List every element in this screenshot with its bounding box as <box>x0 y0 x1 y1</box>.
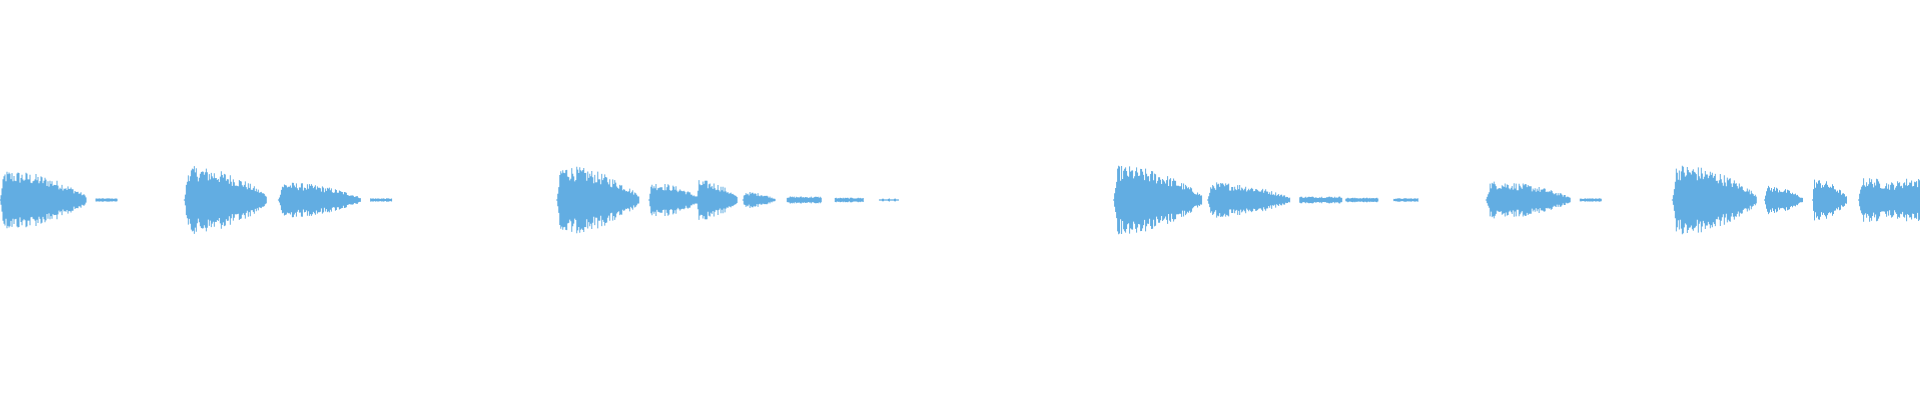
waveform-segment-21 <box>1764 185 1803 215</box>
waveform-segment-1 <box>0 171 87 229</box>
waveform-segment-10 <box>786 196 822 204</box>
waveform-segment-15 <box>1299 196 1343 204</box>
waveform-segment-16 <box>1345 197 1379 203</box>
waveform-segment-12 <box>878 198 899 202</box>
waveform-segment-7 <box>648 184 699 216</box>
waveform-segment-4 <box>277 182 361 218</box>
waveform-segment-11 <box>834 197 864 203</box>
waveform-segment-13 <box>1113 165 1203 235</box>
waveform-segment-2 <box>95 198 118 202</box>
waveform-segment-17 <box>1393 198 1419 202</box>
waveform-segment-9 <box>742 192 776 208</box>
waveform-segment-18 <box>1485 181 1571 219</box>
waveform-segment-8 <box>696 180 738 220</box>
waveform-segment-22 <box>1812 179 1847 221</box>
waveform-segment-6 <box>556 166 640 234</box>
waveform-segment-5 <box>370 198 393 202</box>
waveform-segment-20 <box>1671 165 1757 235</box>
waveform-segment-23 <box>1858 178 1920 222</box>
waveform-segment-19 <box>1579 198 1602 202</box>
waveform-segment-14 <box>1207 182 1291 218</box>
waveform-segment-3 <box>183 166 267 234</box>
